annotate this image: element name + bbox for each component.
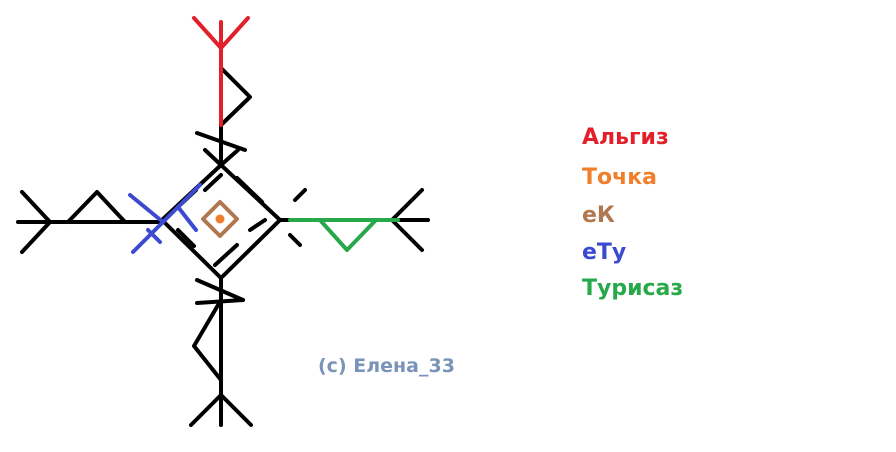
legend-etu: еТу — [582, 240, 627, 265]
tochka-point — [215, 214, 225, 224]
black-stroke — [66, 190, 127, 224]
black-stroke — [219, 148, 240, 167]
black-stroke — [203, 173, 223, 192]
black-stroke — [390, 218, 424, 252]
black-stroke — [213, 243, 239, 267]
etu-stroke — [176, 205, 198, 232]
etu-stroke — [128, 193, 165, 224]
black-stroke — [293, 188, 307, 202]
black-stroke — [189, 393, 223, 427]
black-stroke — [176, 228, 196, 248]
black-stroke — [192, 298, 223, 382]
etu-rune — [128, 183, 202, 254]
black-stroke — [248, 218, 267, 232]
black-stroke — [288, 233, 302, 247]
etu-stroke — [146, 228, 162, 244]
legend-turisaz: Турисаз — [582, 276, 684, 301]
algiz-stroke — [219, 16, 250, 50]
legend-ek: еК — [582, 203, 615, 228]
legend-algiz: Альгиз — [582, 125, 669, 150]
black-stroke — [20, 190, 52, 224]
ek-diamond — [201, 200, 239, 238]
etu-stroke — [131, 220, 165, 254]
turisaz-stroke — [318, 218, 378, 252]
black-stroke — [390, 188, 424, 222]
turisaz-rune — [288, 218, 400, 252]
algiz-stroke — [192, 16, 223, 50]
black-stroke — [235, 176, 264, 204]
author-watermark: (c) Елена_33 — [318, 355, 455, 377]
black-stroke — [219, 393, 253, 427]
black-stroke — [219, 66, 252, 127]
ek-rune — [201, 200, 239, 238]
black-stroke — [203, 148, 223, 167]
black-rune-strokes — [16, 66, 430, 427]
tochka-dot — [215, 214, 225, 224]
etu-stroke — [161, 183, 202, 224]
black-stroke — [20, 220, 52, 254]
black-stroke — [195, 131, 247, 152]
algiz-rune — [192, 16, 250, 127]
legend-tochka: Точка — [582, 165, 658, 190]
black-stroke — [195, 278, 245, 302]
